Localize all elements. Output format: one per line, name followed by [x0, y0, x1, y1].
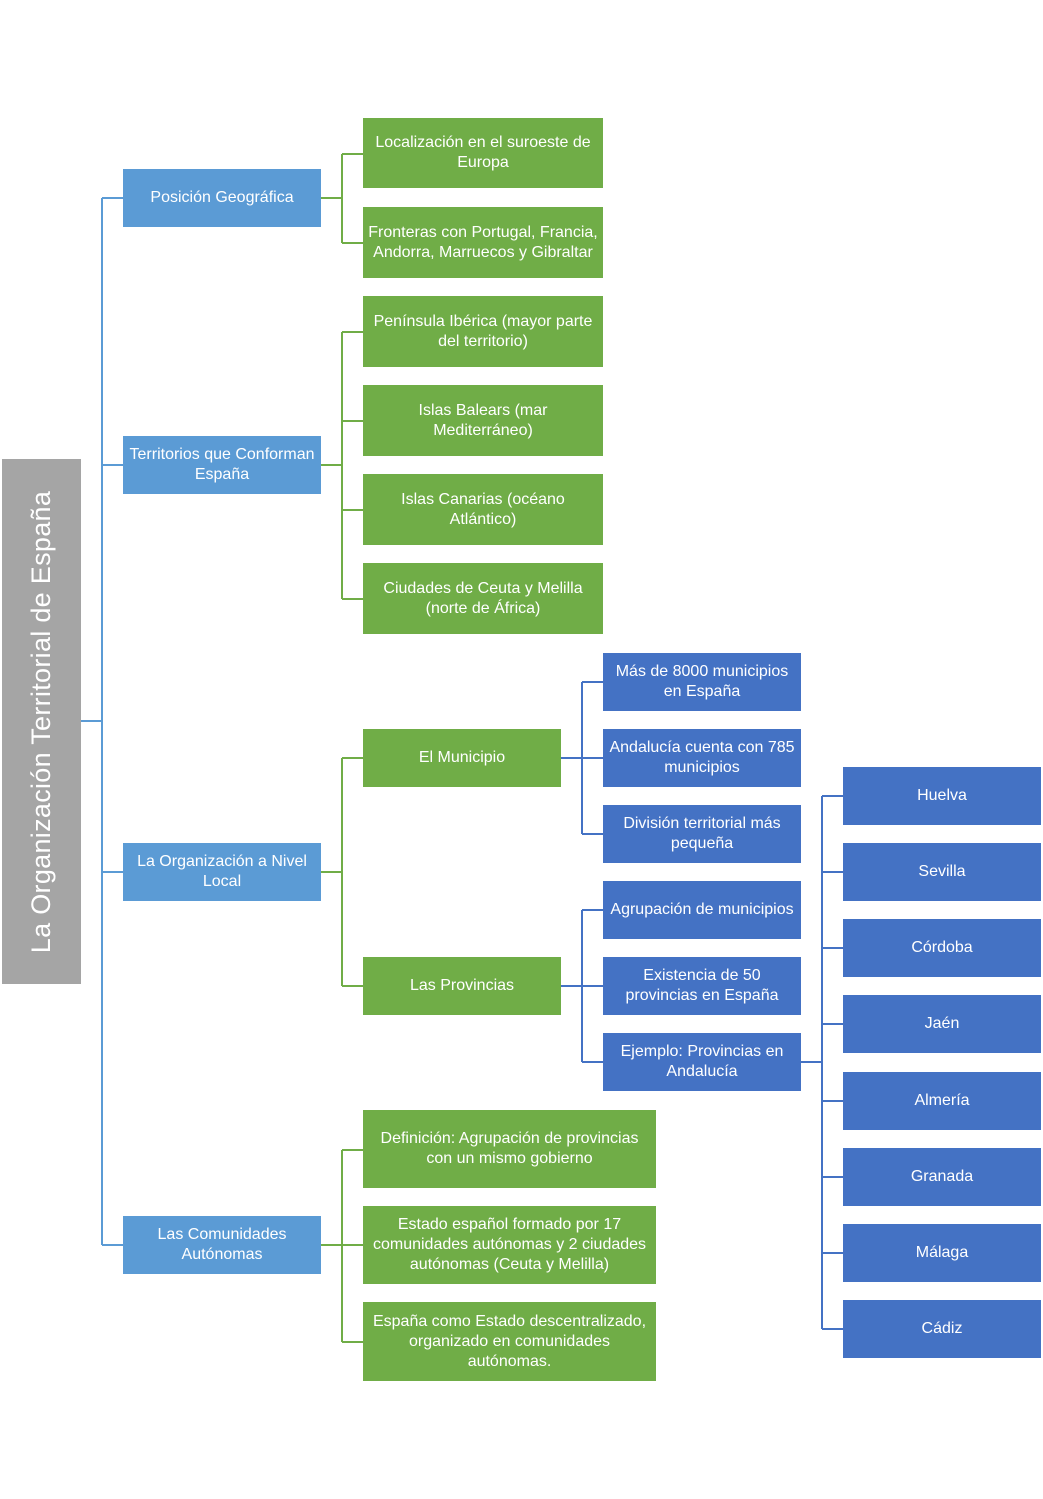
node-andalucia-785: Andalucía cuenta con 785 municipios	[603, 729, 801, 787]
node-agrupacion-municipios: Agrupación de municipios	[603, 881, 801, 939]
node-definicion: Definición: Agrupación de provincias con…	[363, 1110, 656, 1188]
node-estado-17: Estado español formado por 17 comunidade…	[363, 1206, 656, 1284]
node-sevilla: Sevilla	[843, 843, 1041, 901]
node-baleares: Islas Balears (mar Mediterráneo)	[363, 385, 603, 456]
node-huelva: Huelva	[843, 767, 1041, 825]
root-node: La Organización Territorial de España	[2, 459, 81, 984]
green-connectors	[321, 153, 363, 1343]
node-ejemplo-andalucia: Ejemplo: Provincias en Andalucía	[603, 1033, 801, 1091]
node-peninsula: Península Ibérica (mayor parte del terri…	[363, 296, 603, 367]
node-provincias: Las Provincias	[363, 957, 561, 1015]
node-cordoba: Córdoba	[843, 919, 1041, 977]
node-territorios: Territorios que Conforman España	[123, 436, 321, 494]
node-cadiz: Cádiz	[843, 1300, 1041, 1358]
node-division-pequena: División territorial más pequeña	[603, 805, 801, 863]
node-descentralizado: España como Estado descentralizado, orga…	[363, 1302, 656, 1381]
node-granada: Granada	[843, 1148, 1041, 1206]
blue-connectors	[561, 681, 843, 1330]
node-jaen: Jaén	[843, 995, 1041, 1053]
node-almeria: Almería	[843, 1072, 1041, 1130]
node-comunidades: Las Comunidades Autónomas	[123, 1216, 321, 1274]
node-malaga: Málaga	[843, 1224, 1041, 1282]
node-ceuta-melilla: Ciudades de Ceuta y Melilla (norte de Áf…	[363, 563, 603, 634]
node-municipio: El Municipio	[363, 729, 561, 787]
node-localizacion: Localización en el suroeste de Europa	[363, 118, 603, 188]
root-title: La Organización Territorial de España	[26, 490, 57, 953]
node-organizacion-local: La Organización a Nivel Local	[123, 843, 321, 901]
node-posicion-geografica: Posición Geográfica	[123, 169, 321, 227]
node-50-provincias: Existencia de 50 provincias en España	[603, 957, 801, 1015]
root-connectors	[81, 197, 123, 1246]
node-canarias: Islas Canarias (océano Atlántico)	[363, 474, 603, 545]
node-mas-8000: Más de 8000 municipios en España	[603, 653, 801, 711]
node-fronteras: Fronteras con Portugal, Francia, Andorra…	[363, 207, 603, 278]
